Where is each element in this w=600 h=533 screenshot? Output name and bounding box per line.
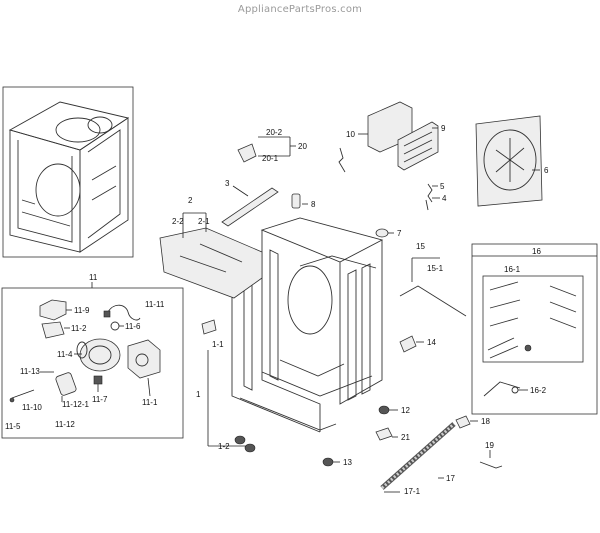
part-11-4 — [79, 338, 121, 372]
label-11-5: 11-5 — [5, 422, 21, 431]
part-11-frame — [1, 287, 184, 439]
label-2-1: 2-1 — [198, 217, 210, 226]
label-11-12: 11-12 — [55, 420, 75, 429]
part-16-frame — [471, 243, 598, 415]
part-18: 18 — [455, 415, 490, 429]
label-3: 3 — [225, 179, 230, 188]
part-5: 5 — [427, 182, 445, 203]
label-11: 11 — [89, 273, 98, 282]
part-11-12 — [55, 372, 77, 396]
label-7: 7 — [397, 229, 402, 238]
label-11-11: 11-11 — [145, 300, 165, 309]
label-9: 9 — [441, 124, 446, 133]
part-4: 4 — [425, 194, 447, 211]
part-17-hose: 17 17-1 — [380, 422, 456, 496]
part-12: 12 — [378, 405, 410, 415]
pump-assembly-box: 11 11-9 11-11 11-2 11-6 11-4 — [1, 273, 184, 439]
label-2: 2 — [188, 196, 193, 205]
label-1-1: 1-1 — [212, 340, 224, 349]
label-13: 13 — [343, 458, 352, 467]
cabinet-frame-assembly — [231, 217, 384, 433]
label-10: 10 — [346, 130, 355, 139]
part-15: 15 15-1 — [399, 242, 467, 317]
part-9: 9 — [397, 121, 446, 171]
label-20-2: 20-2 — [266, 128, 283, 137]
label-16: 16 — [532, 247, 541, 256]
watermark: AppliancePartsPros.com — [237, 4, 363, 15]
part-14: 14 — [399, 335, 436, 353]
label-12: 12 — [401, 406, 410, 415]
label-20: 20 — [298, 142, 307, 151]
label-8: 8 — [311, 200, 316, 209]
inset-frame — [2, 86, 134, 258]
part-2-top-panel: 2 2-2 2-1 — [159, 196, 263, 299]
part-11-11 — [107, 304, 141, 321]
label-14: 14 — [427, 338, 436, 347]
part-11-1 — [127, 339, 161, 379]
part-11-2 — [41, 321, 65, 339]
label-16-1: 16-1 — [504, 265, 521, 274]
part-21: 21 — [375, 427, 410, 442]
part-8: 8 — [291, 193, 316, 209]
label-15: 15 — [416, 242, 425, 251]
label-11-4: 11-4 — [57, 350, 73, 359]
assembled-cabinet-inset — [2, 86, 134, 258]
label-19: 19 — [485, 441, 494, 450]
label-16-2: 16-2 — [530, 386, 547, 395]
part-11-7 — [93, 375, 103, 385]
label-11-12-1: 11-12-1 — [62, 400, 90, 409]
part-19: 19 — [479, 441, 503, 469]
label-18: 18 — [481, 417, 490, 426]
harness-box: 16 16-1 16-2 — [471, 243, 598, 415]
label-4: 4 — [442, 194, 447, 203]
label-17-1: 17-1 — [404, 487, 421, 496]
part-11-9 — [39, 299, 67, 321]
label-1-2: 1-2 — [218, 442, 230, 451]
label-11-10: 11-10 — [22, 403, 42, 412]
label-11-2: 11-2 — [71, 324, 87, 333]
label-11-7: 11-7 — [92, 395, 108, 404]
part-11-6 — [110, 321, 120, 331]
label-20-1: 20-1 — [262, 154, 279, 163]
label-11-9: 11-9 — [74, 306, 90, 315]
part-1-1 — [201, 319, 217, 335]
part-20: 20-2 20 20-1 — [237, 128, 346, 173]
label-5: 5 — [440, 182, 445, 191]
label-21: 21 — [401, 433, 410, 442]
part-3-bracket: 3 — [221, 179, 279, 227]
part-6-tub-back: 6 — [475, 115, 549, 207]
label-6: 6 — [544, 166, 549, 175]
part-13: 13 — [322, 457, 352, 467]
label-2-2: 2-2 — [172, 217, 184, 226]
label-11-1: 11-1 — [142, 398, 158, 407]
label-15-1: 15-1 — [427, 264, 444, 273]
label-17: 17 — [446, 474, 455, 483]
label-1: 1 — [196, 390, 201, 399]
part-7: 7 — [375, 228, 402, 238]
label-11-13: 11-13 — [20, 367, 40, 376]
part-1-cabinet: 1 1-1 1-2 — [196, 319, 256, 453]
label-11-6: 11-6 — [125, 322, 141, 331]
